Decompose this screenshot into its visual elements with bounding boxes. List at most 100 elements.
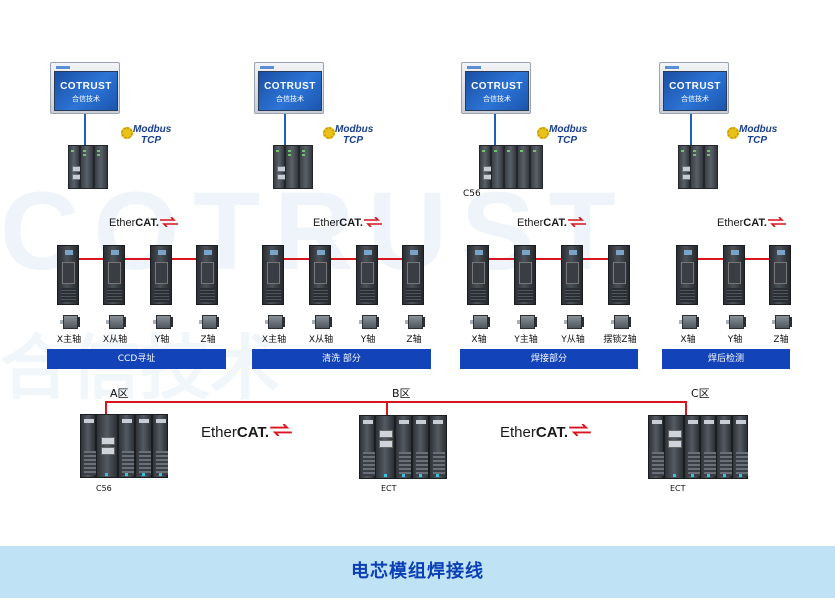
ethercat-arrows-icon (567, 217, 586, 227)
hmi-screen: COTRUST 合信技术 (54, 71, 118, 111)
modbus-line (84, 111, 86, 147)
watermark-brand: COTRUST (0, 170, 630, 293)
rack-label: C56 (96, 484, 112, 493)
ethercat-suffix: CAT. (543, 217, 567, 229)
servo-drive (467, 245, 489, 305)
ethercat-prefix: Ether (717, 217, 744, 229)
axis-label: Y轴 (154, 335, 170, 345)
axis-label: X轴 (680, 335, 696, 345)
ethercat-logo: EtherCAT. (500, 424, 591, 441)
servo-motor (726, 315, 746, 329)
modbus-gear-icon (323, 127, 335, 139)
hmi-screen: COTRUST 合信技术 (465, 71, 529, 111)
axis-label: X主轴 (56, 335, 82, 345)
plc-controller (678, 145, 718, 189)
modbus-line (494, 111, 496, 147)
axis-label: X主轴 (261, 335, 287, 345)
ethercat-line (68, 258, 218, 260)
axis-label: Y主轴 (514, 335, 538, 345)
servo-motor (517, 315, 537, 329)
servo-motor (679, 315, 699, 329)
modbus-line (690, 111, 692, 147)
ethercat-line (478, 258, 630, 260)
ethercat-line (272, 258, 422, 260)
modbus-gear-icon (727, 127, 739, 139)
servo-drive (57, 245, 79, 305)
section-bar: 焊接部分 (460, 349, 638, 369)
servo-drive (676, 245, 698, 305)
modbus-gear-icon (121, 127, 133, 139)
servo-motor (265, 315, 285, 329)
ethercat-prefix: Ether (500, 424, 536, 441)
modbus-tcp-label: TCP (557, 135, 577, 146)
servo-motor (153, 315, 173, 329)
hmi-subtitle: 合信技术 (72, 95, 100, 103)
modbus-tcp-logo: Modbus TCP (727, 124, 787, 146)
ethercat-arrows-icon (363, 217, 382, 227)
servo-drive (769, 245, 791, 305)
modbus-label: Modbus (739, 124, 778, 135)
modbus-line (284, 111, 286, 147)
io-rack (359, 415, 447, 479)
modbus-tcp-label: TCP (141, 135, 161, 146)
servo-motor (106, 315, 126, 329)
ethercat-suffix: CAT. (236, 424, 270, 441)
servo-drive (309, 245, 331, 305)
plc-controller (479, 145, 543, 189)
hmi-brand: COTRUST (669, 81, 721, 92)
hmi-panel: COTRUST 合信技术 (461, 62, 531, 114)
plc-model-label: C56 (463, 189, 481, 199)
modbus-gear-icon (537, 127, 549, 139)
modbus-tcp-logo: Modbus TCP (323, 124, 383, 146)
ethercat-logo: EtherCAT. (517, 217, 586, 229)
hmi-subtitle: 合信技术 (276, 95, 304, 103)
zone-label: C区 (691, 387, 710, 400)
ethercat-arrows-icon (159, 217, 178, 227)
servo-motor (312, 315, 332, 329)
hmi-screen: COTRUST 合信技术 (663, 71, 727, 111)
servo-drive (608, 245, 630, 305)
axis-label: Z轴 (773, 335, 789, 345)
axis-label: Z轴 (406, 335, 422, 345)
servo-drive (196, 245, 218, 305)
axis-label: X轴 (471, 335, 487, 345)
rack-label: ECT (381, 484, 397, 493)
modbus-tcp-label: TCP (343, 135, 363, 146)
axis-label: X从轴 (102, 335, 128, 345)
servo-drive (103, 245, 125, 305)
hmi-subtitle: 合信技术 (483, 95, 511, 103)
footer-title: 电芯模组焊接线 (351, 561, 484, 582)
hmi-panel: COTRUST 合信技术 (50, 62, 120, 114)
servo-motor (60, 315, 80, 329)
servo-motor (405, 315, 425, 329)
servo-drive (356, 245, 378, 305)
ethercat-arrows-icon (569, 424, 591, 436)
ethercat-suffix: CAT. (535, 424, 569, 441)
io-rack (648, 415, 748, 479)
ethercat-logo: EtherCAT. (109, 217, 178, 229)
ethercat-line (685, 401, 687, 417)
modbus-tcp-logo: Modbus TCP (537, 124, 597, 146)
section-bar: CCD寻址 (47, 349, 226, 369)
ethercat-line (105, 401, 107, 415)
modbus-label: Modbus (335, 124, 374, 135)
rack-label: ECT (670, 484, 686, 493)
ethercat-prefix: Ether (201, 424, 237, 441)
servo-drive (150, 245, 172, 305)
zone-label: A区 (110, 387, 129, 400)
modbus-tcp-label: TCP (747, 135, 767, 146)
servo-motor (470, 315, 490, 329)
section-bar: 焊后检测 (662, 349, 790, 369)
ethercat-prefix: Ether (313, 217, 340, 229)
plc-controller (273, 145, 313, 189)
hmi-panel: COTRUST 合信技术 (659, 62, 729, 114)
plc-controller (68, 145, 108, 189)
servo-drive (723, 245, 745, 305)
modbus-tcp-logo: Modbus TCP (121, 124, 181, 146)
axis-label: 摆锁Z轴 (603, 335, 637, 345)
section-bar: 清洗 部分 (252, 349, 431, 369)
servo-drive (262, 245, 284, 305)
axis-label: Y轴 (727, 335, 743, 345)
axis-label: Y轴 (360, 335, 376, 345)
